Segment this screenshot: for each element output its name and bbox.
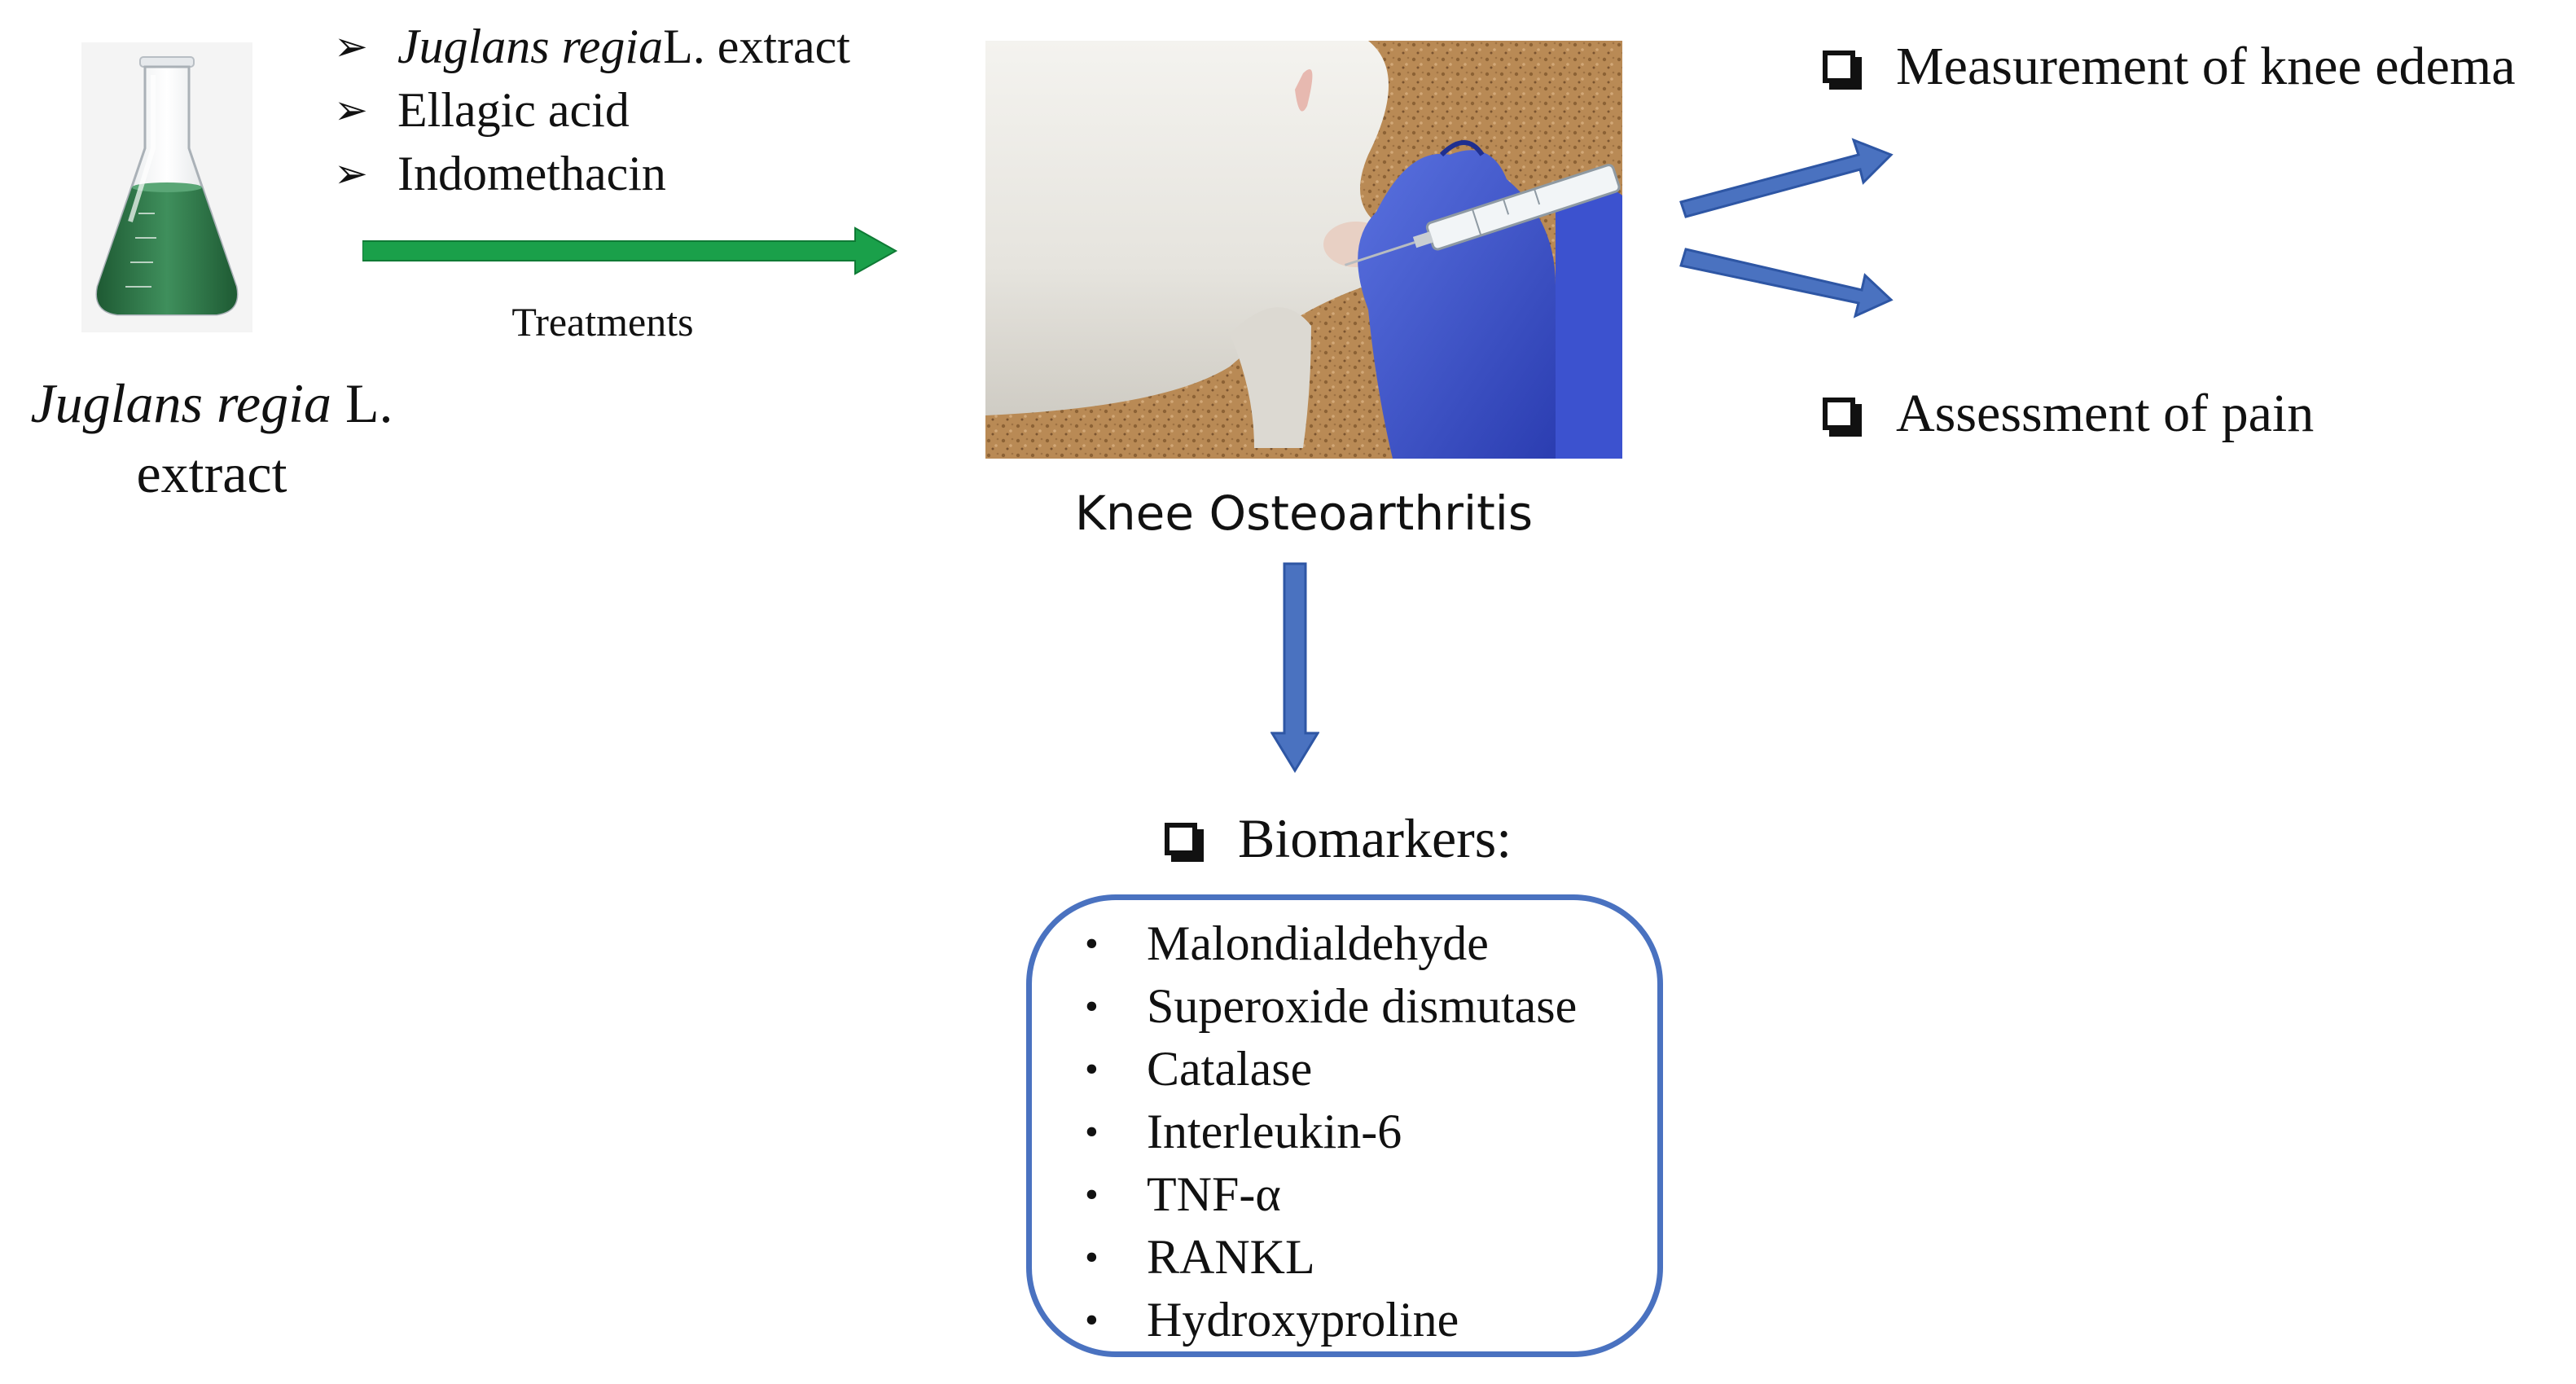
outcome-edema-label: Measurement of knee edema [1896,37,2516,96]
list-item: • TNF-α [1075,1163,1577,1226]
biomarker-label: Superoxide dismutase [1147,979,1578,1033]
treatment-item: ➢ Ellagic acid [334,78,850,142]
treatment-italic: Juglans regia [397,20,664,73]
list-item: • Superoxide dismutase [1075,975,1577,1038]
treatment-text: Indomethacin [397,147,666,200]
extract-suffix: L. [331,372,393,434]
list-item: • Catalase [1075,1038,1577,1101]
bullet-icon: • [1085,1298,1099,1342]
biomarker-label: Catalase [1147,1042,1313,1096]
outcome-pain: Assessment of pain [1823,383,2314,445]
erlenmeyer-flask-icon [95,56,239,316]
biomarker-label: TNF-α [1147,1167,1281,1221]
rat-knee-injection-photo [985,41,1622,459]
biomarkers-box [1026,894,1663,1357]
arrowhead-bullet-icon: ➢ [334,87,368,133]
down-arrow-icon [1270,562,1319,773]
bullet-icon: • [1085,1110,1099,1153]
biomarker-label: RANKL [1147,1230,1315,1284]
list-item: • RANKL [1075,1226,1577,1289]
list-item: • Malondialdehyde [1075,912,1577,975]
treatment-item: ➢ Indomethacin [334,142,850,205]
outcome-pain-label: Assessment of pain [1896,384,2315,443]
bullet-icon: • [1085,985,1099,1028]
outcome-edema: Measurement of knee edema [1823,36,2515,98]
checkbox-icon [1823,51,1855,83]
checkbox-icon [1823,398,1855,430]
bullet-icon: • [1085,1236,1099,1279]
list-item: • Interleukin-6 [1075,1101,1577,1163]
treatment-caption: Treatments [511,299,694,345]
extract-label: Juglans regia L. extract [0,368,423,508]
biomarkers-list: • Malondialdehyde • Superoxide dismutase •… [1075,912,1577,1351]
list-item: • Hydroxyproline [1075,1289,1577,1351]
treatment-arrow-icon [362,226,898,275]
biomarker-label: Interleukin-6 [1147,1105,1402,1158]
bullet-icon: • [1085,922,1099,965]
model-caption: Knee Osteoarthritis [1074,485,1534,541]
biomarker-label: Malondialdehyde [1147,916,1489,970]
treatment-text: L. extract [663,20,850,73]
arrowhead-bullet-icon: ➢ [334,151,368,196]
biomarkers-title: Biomarkers: [1165,806,1512,871]
treatment-item: ➢ Juglans regia L. extract [334,15,850,78]
bullet-icon: • [1085,1173,1099,1216]
branch-arrows-icon [1679,138,1894,319]
checkbox-icon [1165,822,1197,855]
biomarkers-title-label: Biomarkers: [1238,807,1512,869]
treatment-list: ➢ Juglans regia L. extract ➢ Ellagic aci… [334,15,850,205]
bullet-icon: • [1085,1048,1099,1091]
treatment-text: Ellagic acid [397,83,630,137]
biomarker-label: Hydroxyproline [1147,1293,1459,1347]
extract-line2: extract [136,442,287,504]
extract-species: Juglans regia [30,372,331,434]
flask-image [81,42,252,332]
arrowhead-bullet-icon: ➢ [334,24,368,69]
